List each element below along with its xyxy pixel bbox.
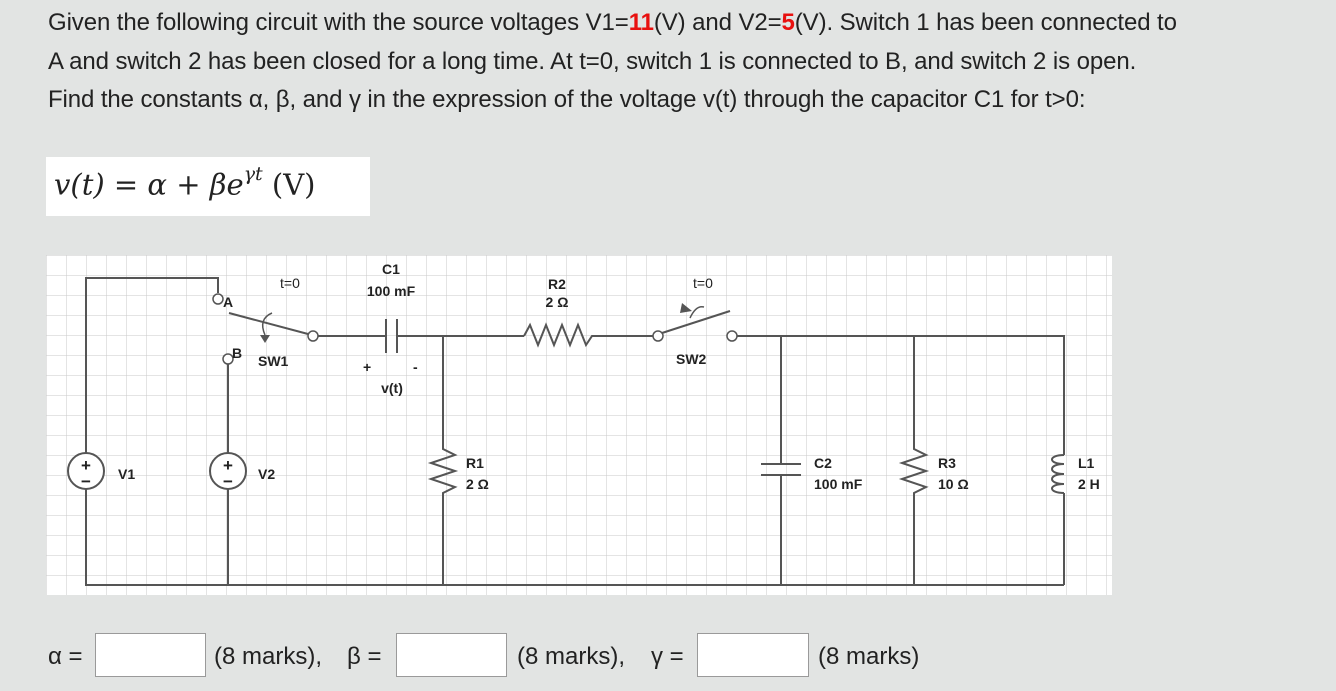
vt-label: v(t) (381, 380, 403, 396)
voltage-source-v2: + − (209, 452, 247, 491)
formula-alpha: α (147, 167, 168, 202)
wire-ground-rail (85, 489, 1064, 586)
alpha-label: α = (48, 643, 83, 670)
formula-box: v(t) = α + βeγt (V) (46, 157, 370, 216)
beta-label: β = (347, 643, 382, 670)
gamma-label: γ = (651, 643, 684, 670)
question-part3: (V). Switch 1 has been connected to (794, 9, 1177, 36)
sw1-time-label: t=0 (280, 275, 300, 291)
v2-minus-sign: − (223, 472, 233, 491)
voltage-source-v1: + − (67, 452, 105, 491)
vt-plus-label: + (363, 359, 371, 375)
node-a-label: A (223, 294, 233, 310)
resistor-r3 (898, 445, 930, 497)
formula-unit: (V) (262, 167, 316, 202)
resistor-r2 (523, 322, 598, 348)
r3-value-label: 10 Ω (938, 476, 969, 492)
gamma-input[interactable] (697, 633, 809, 677)
alpha-marks: (8 marks), (214, 643, 322, 670)
v2-name-label: V2 (258, 466, 275, 482)
sw2-name-label: SW2 (676, 351, 707, 367)
r2-name-label: R2 (548, 276, 566, 292)
alpha-input[interactable] (95, 633, 206, 677)
c1-name-label: C1 (382, 261, 400, 277)
inductor-l1 (1051, 454, 1065, 494)
formula-e: e (226, 167, 244, 202)
question-line3: Find the constants α, β, and γ in the ex… (48, 86, 1086, 113)
capacitor-c1 (385, 319, 398, 353)
c1-value-label: 100 mF (367, 283, 416, 299)
c2-value-label: 100 mF (814, 476, 863, 492)
r2-value-label: 2 Ω (546, 294, 569, 310)
question-part1: Given the following circuit with the sou… (48, 9, 629, 36)
beta-marks: (8 marks), (517, 643, 625, 670)
circuit-diagram: + − + − t=0 A B SW1 C1 100 mF + - v(t) R… (46, 255, 1112, 595)
answer-row: α = (8 marks), β = (8 marks), γ = (8 mar… (0, 633, 1336, 679)
voltage-formula: v(t) = α + βeγt (V) (54, 163, 316, 202)
formula-plus: + (167, 167, 210, 202)
r1-name-label: R1 (466, 455, 484, 471)
v1-name-label: V1 (118, 466, 135, 482)
v1-minus-sign: − (81, 472, 91, 491)
r3-name-label: R3 (938, 455, 956, 471)
r1-value-label: 2 Ω (466, 476, 489, 492)
v1-value: 11 (628, 9, 654, 36)
c2-name-label: C2 (814, 455, 832, 471)
beta-input[interactable] (396, 633, 507, 677)
switch-sw1 (212, 293, 319, 365)
wire-v1-to-a (85, 277, 219, 453)
question-text: Given the following circuit with the sou… (48, 4, 1333, 120)
gamma-marks: (8 marks) (818, 643, 920, 670)
l1-value-label: 2 H (1078, 476, 1100, 492)
l1-name-label: L1 (1078, 455, 1095, 471)
formula-beta: β (209, 167, 227, 202)
formula-eq: = (104, 167, 148, 202)
capacitor-c2 (761, 463, 801, 476)
question-part2: (V) and V2= (653, 9, 782, 36)
switch-sw2 (652, 303, 738, 342)
v2-value: 5 (781, 9, 795, 36)
v1-plus-sign: + (81, 456, 91, 475)
node-b-label: B (232, 345, 242, 361)
circuit-wires (85, 277, 1065, 586)
question-line2: A and switch 2 has been closed for a lon… (48, 47, 1137, 75)
wire-sw2-to-right (736, 335, 1065, 455)
sw1-name-label: SW1 (258, 353, 289, 369)
circuit-svg: + − + − t=0 A B SW1 C1 100 mF + - v(t) R… (67, 261, 1100, 586)
v2-plus-sign: + (223, 456, 233, 475)
formula-lhs: v(t) (54, 167, 105, 202)
resistor-r1 (427, 445, 459, 497)
sw2-time-label: t=0 (693, 275, 713, 291)
vt-minus-label: - (413, 359, 418, 375)
formula-exponent: γt (243, 163, 263, 185)
